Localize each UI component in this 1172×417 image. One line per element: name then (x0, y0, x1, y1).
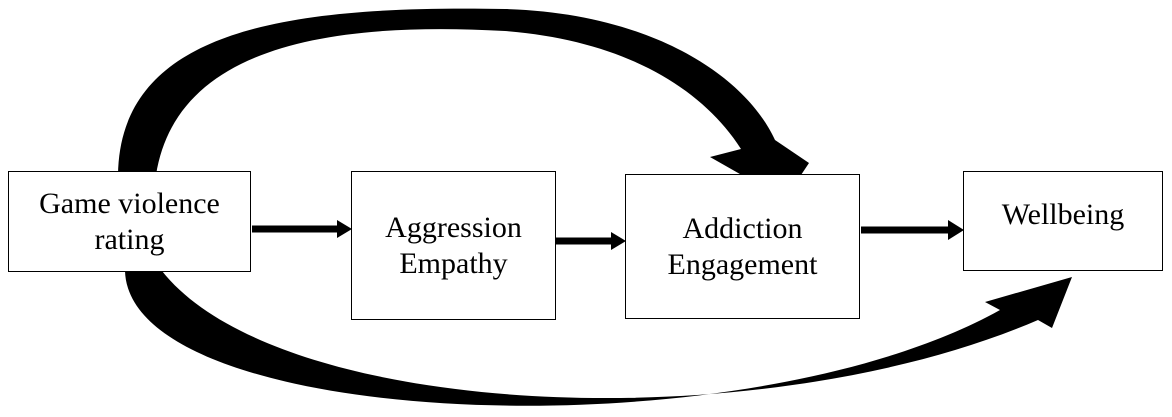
node-game-violence-rating-line-2: rating (94, 222, 165, 256)
arrow-addiction-to-wellbeing (861, 220, 964, 240)
node-addiction-engagement-line-2: Engagement (667, 247, 818, 281)
curved-arrow-game-to-addiction (118, 8, 809, 198)
node-aggression-empathy: Aggression Empathy (351, 171, 556, 320)
node-wellbeing-label: Wellbeing (1001, 198, 1125, 231)
arrow-game-to-aggression (252, 220, 352, 238)
node-aggression-empathy-line-2: Empathy (399, 246, 508, 280)
curved-arrow-game-to-wellbeing (125, 271, 1072, 406)
node-addiction-engagement-line-1: Addiction (682, 211, 803, 245)
node-aggression-empathy-line-1: Aggression (385, 210, 522, 244)
node-game-violence-rating-line-1: Game violence (39, 186, 220, 220)
node-wellbeing: Wellbeing (963, 171, 1163, 271)
node-game-violence-rating: Game violence rating (8, 171, 251, 272)
node-addiction-engagement: Addiction Engagement (625, 174, 860, 319)
arrow-aggression-to-addiction (556, 232, 626, 250)
